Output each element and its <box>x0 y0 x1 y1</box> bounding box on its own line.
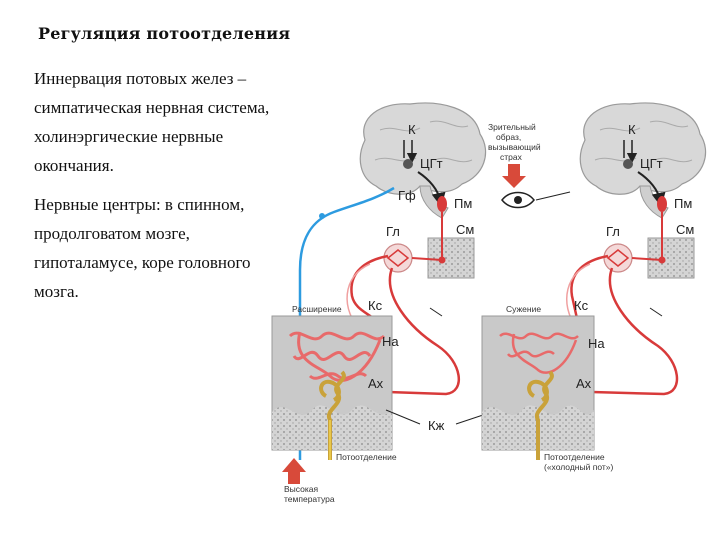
label-cgt: ЦГт <box>420 156 443 171</box>
right-label-pm: Пм <box>674 196 692 211</box>
page-title: Регуляция потоотделения <box>38 24 291 43</box>
label-pm: Пм <box>454 196 472 211</box>
sweat-regulation-diagram: К ЦГт Гф Пм См Гл <box>271 102 707 504</box>
right-panel: К ЦГт Пм См Гл Сужение Кс На <box>481 102 707 472</box>
left-label-na: На <box>382 334 399 349</box>
label-high-temp-1: Высокая <box>284 484 318 494</box>
left-pm-node <box>437 196 447 212</box>
right-spinal-segment <box>647 237 695 279</box>
label-visual-1: Зрительный <box>488 122 536 132</box>
label-cortex: К <box>408 122 416 137</box>
paragraph-innervation: Иннервация потовых желез – симпатическая… <box>34 69 270 175</box>
label-high-temp-2: температура <box>284 494 335 504</box>
right-label-sm: См <box>676 222 694 237</box>
label-dilation: Расширение <box>292 304 342 314</box>
label-cold-sweat-2: («холодный пот») <box>544 462 613 472</box>
right-label-cortex: К <box>628 122 636 137</box>
right-vessel-network <box>499 332 579 374</box>
right-label-cgt: ЦГт <box>640 156 663 171</box>
label-visual-2: образ, <box>496 132 521 142</box>
right-label-ah: Ах <box>576 376 592 391</box>
left-panel: К ЦГт Гф Пм См Гл <box>271 102 487 504</box>
right-cgt-node <box>623 159 633 169</box>
left-cgt-node <box>403 159 413 169</box>
label-gl: Гл <box>386 224 400 239</box>
label-visual-4: страх <box>500 152 523 162</box>
label-sweating: Потоотделение <box>336 452 397 462</box>
right-label-na: На <box>588 336 605 351</box>
label-visual-3: вызывающий <box>488 142 541 152</box>
fear-arrow <box>502 164 526 188</box>
right-sweat-gland <box>527 370 554 460</box>
label-kzh: Кж <box>428 418 445 433</box>
label-constriction: Сужение <box>506 304 541 314</box>
left-vessel-network <box>288 331 386 382</box>
label-cold-sweat-1: Потоотделение <box>544 452 605 462</box>
right-brain-shape <box>579 102 707 195</box>
high-temperature-arrow <box>282 458 306 484</box>
left-label-ks: Кс <box>368 298 383 313</box>
right-pm-node <box>657 196 667 212</box>
right-label-gl: Гл <box>606 224 620 239</box>
visual-stimulus: Зрительный образ, вызывающий страх <box>488 122 571 209</box>
left-brain-shape <box>359 102 487 195</box>
left-sweat-gland <box>319 370 346 460</box>
paragraph-nerve-centers: Нервные центры: в спинном, продолговатом… <box>34 195 251 301</box>
left-spinal-segment <box>427 237 475 279</box>
label-gf: Гф <box>398 188 416 203</box>
left-label-ah: Ах <box>368 376 384 391</box>
right-label-ks: Кс <box>574 298 589 313</box>
label-sm: См <box>456 222 474 237</box>
